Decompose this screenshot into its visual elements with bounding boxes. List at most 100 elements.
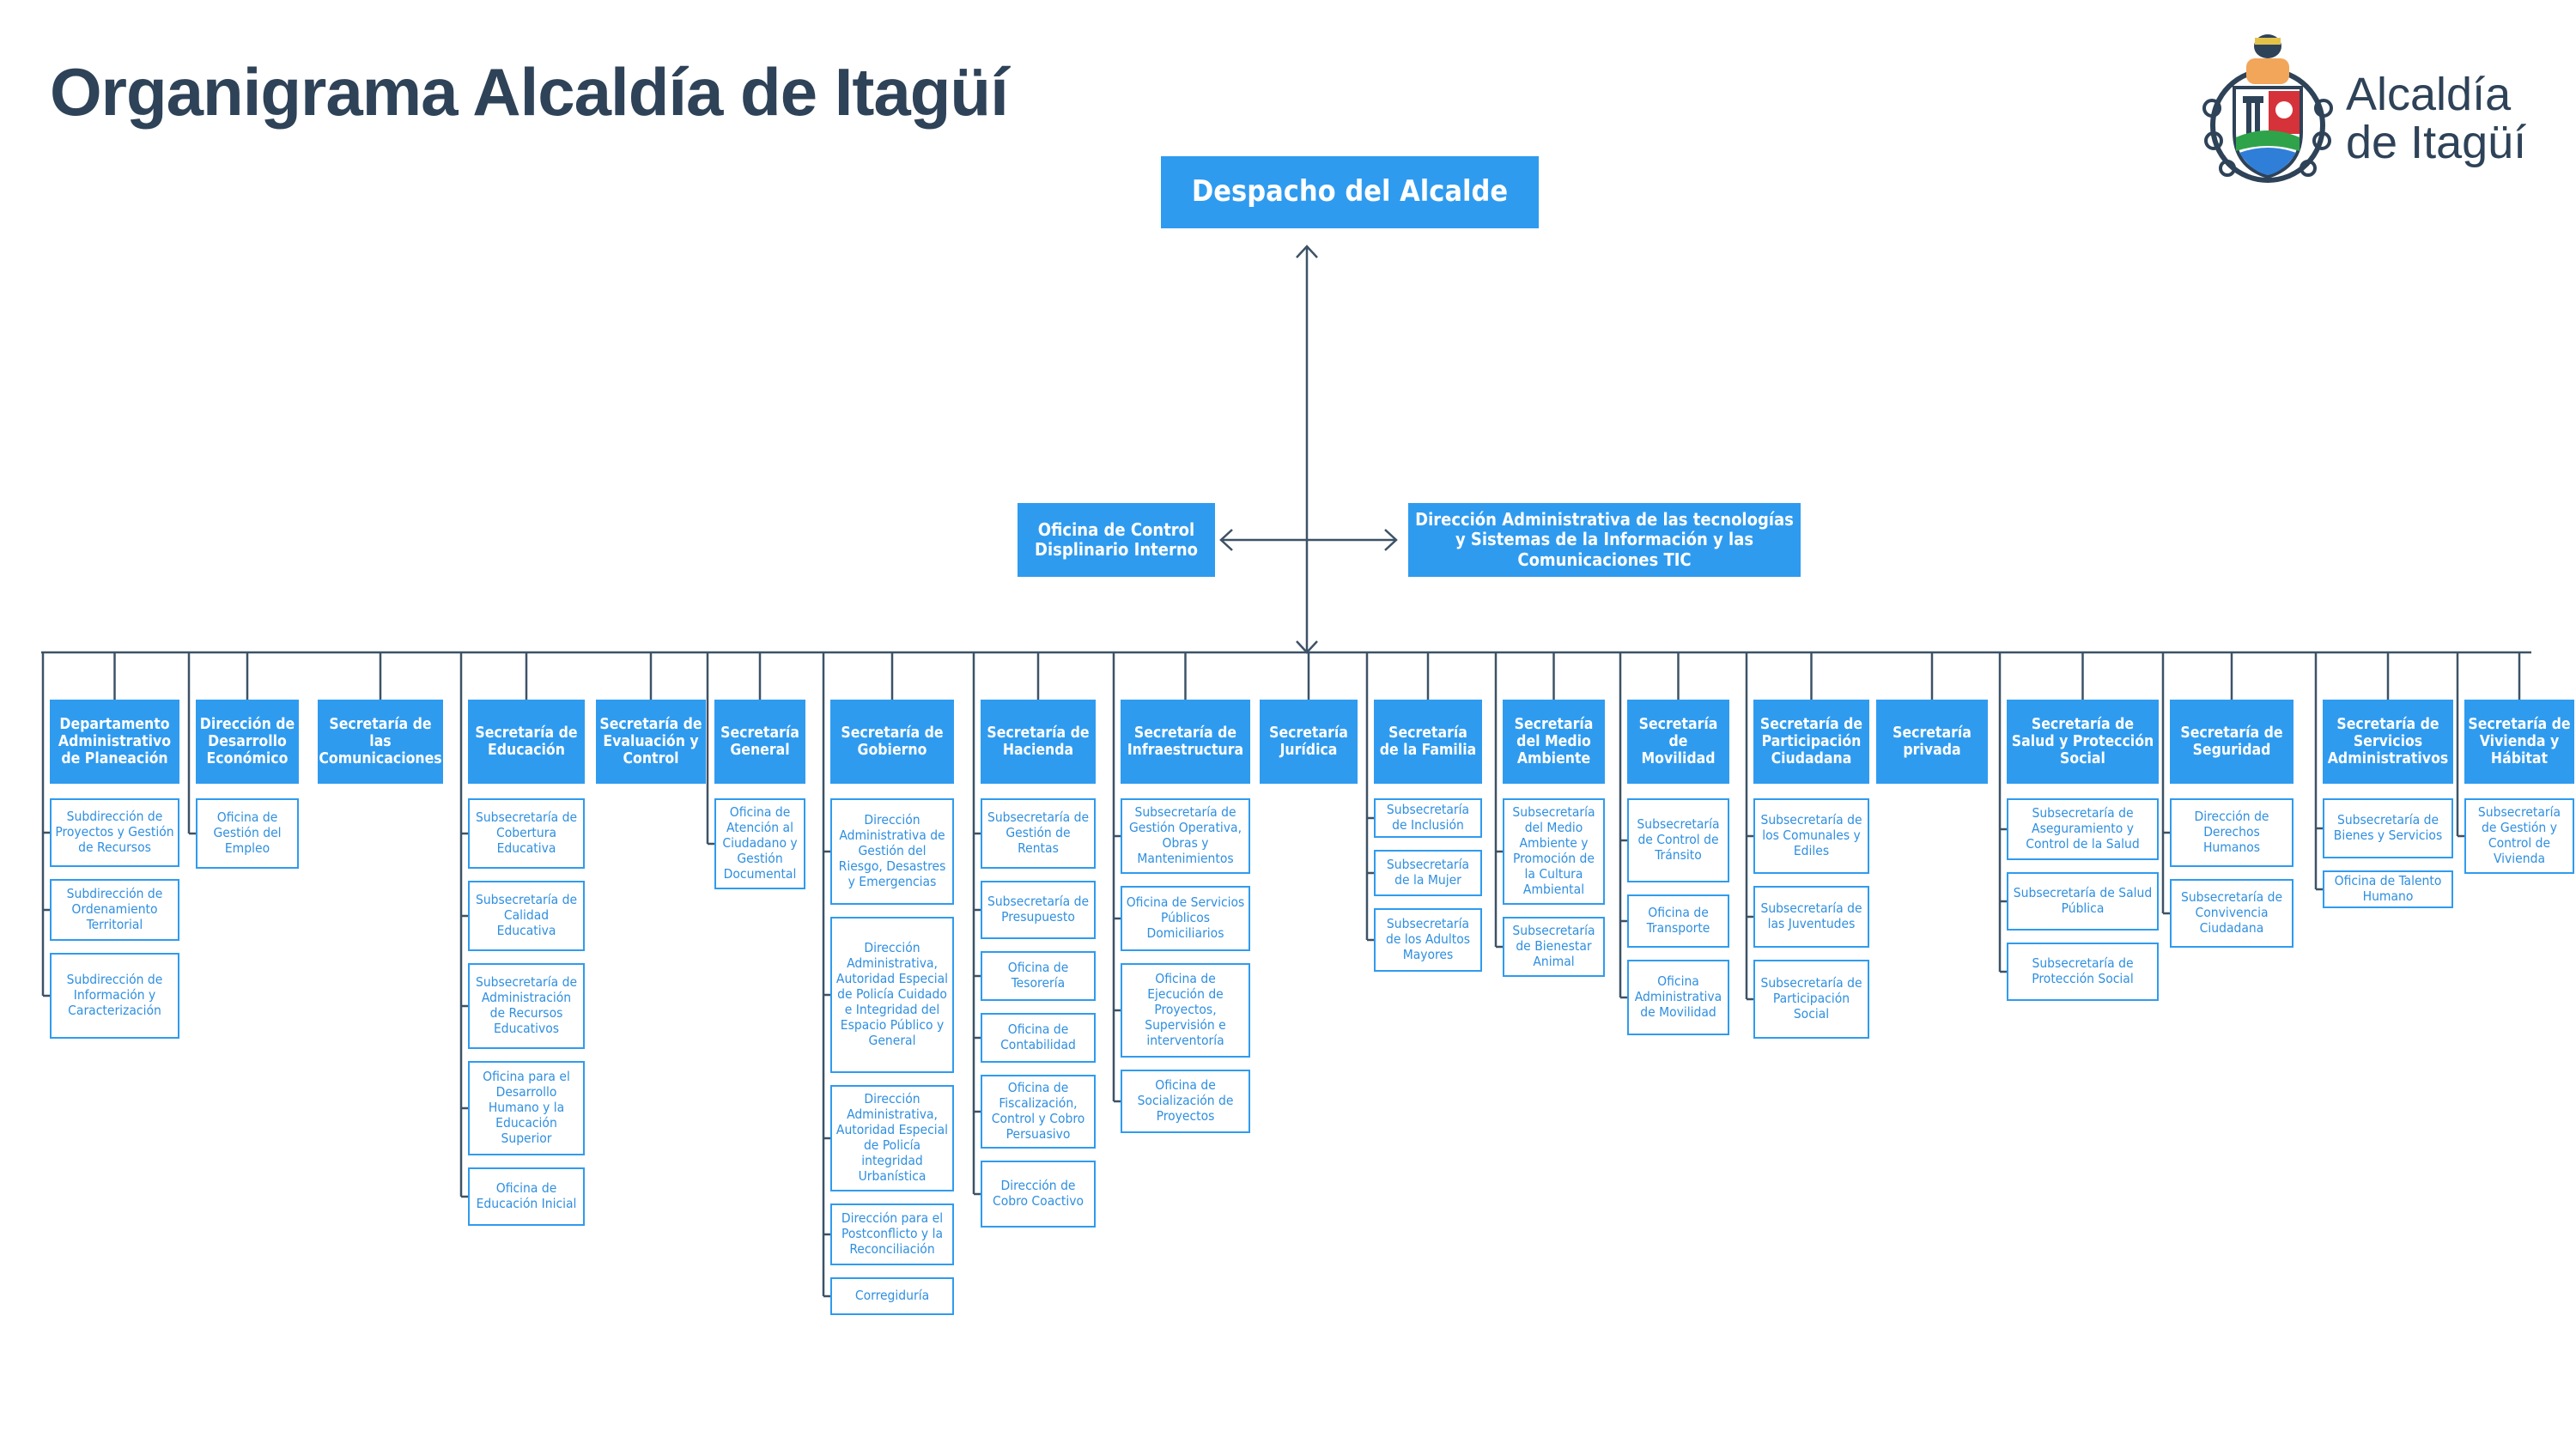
subunit-node: Oficina Administrativa de Movilidad xyxy=(1627,960,1729,1035)
dependency-node: Secretaría Jurídica xyxy=(1260,700,1358,784)
subunit-node-label: Oficina de Educación Inicial xyxy=(476,1180,577,1211)
subunit-node: Oficina de Servicios Públicos Domiciliar… xyxy=(1121,886,1250,951)
subunit-node-label: Oficina de Contabilidad xyxy=(1000,1022,1076,1052)
coat-of-arms-icon xyxy=(2202,34,2333,183)
subunit-node-label: Oficina de Servicios Públicos Domiciliar… xyxy=(1126,894,1245,941)
dependency-node-label: Secretaría de Gobierno xyxy=(841,724,944,759)
subunit-node: Dirección para el Postconflicto y la Rec… xyxy=(830,1203,954,1265)
subunit-node-label: Subsecretaría de Gestión de Rentas xyxy=(987,809,1090,856)
dependency-node: Secretaría de la Familia xyxy=(1374,700,1482,784)
subunit-node-label: Subsecretaría de Participación Social xyxy=(1760,975,1862,1022)
subunit-node-label: Subsecretaría de Bienes y Servicios xyxy=(2333,812,2443,843)
subunit-node-label: Oficina de Transporte xyxy=(1646,905,1710,936)
dependency-node-label: Departamento Administrativo de Planeació… xyxy=(58,715,172,768)
subunit-node-label: Dirección para el Postconflicto y la Rec… xyxy=(841,1210,944,1257)
subunit-node-label: Subsecretaría de Salud Pública xyxy=(2013,885,2153,916)
left-office-label: Oficina de Control Displinario Interno xyxy=(1035,518,1198,560)
alcaldia-logo: Alcaldía de Itagüí xyxy=(2195,31,2555,185)
dependency-node-label: Secretaría Jurídica xyxy=(1269,724,1348,759)
dependency-node-label: Secretaría de Salud y Protección Social xyxy=(2011,715,2154,768)
page-title: Organigrama Alcaldía de Itagüí xyxy=(50,54,1009,130)
subunit-node-label: Oficina de Socialización de Proyectos xyxy=(1137,1077,1234,1124)
dependency-node-label: Secretaría de Seguridad xyxy=(2180,724,2283,759)
subunit-node: Oficina de Educación Inicial xyxy=(468,1167,585,1226)
subunit-node: Oficina de Gestión del Empleo xyxy=(196,798,299,869)
arrow-head xyxy=(1219,529,1233,551)
subunit-node: Subsecretaría de Aseguramiento y Control… xyxy=(2007,798,2159,860)
subunit-node-label: Dirección Administrativa, Autoridad Espe… xyxy=(835,940,949,1048)
arrow-head xyxy=(1384,529,1398,551)
subunit-node: Subsecretaría de las Juventudes xyxy=(1753,886,1869,948)
subunit-node-label: Subsecretaría de Cobertura Educativa xyxy=(475,809,578,856)
subunit-node: Subsecretaría de Control de Tránsito xyxy=(1627,798,1729,882)
subunit-node-label: Dirección de Cobro Coactivo xyxy=(992,1178,1084,1209)
dependency-node: Secretaría General xyxy=(714,700,805,784)
subunit-node: Subsecretaría de Calidad Educativa xyxy=(468,881,585,951)
subunit-node: Oficina de Tesorería xyxy=(981,951,1096,1001)
subunit-node-label: Subsecretaría de Gestión y Control de Vi… xyxy=(2477,804,2561,866)
subunit-node-label: Subsecretaría de Bienestar Animal xyxy=(1512,923,1595,969)
subunit-node-label: Subsecretaría de la Mujer xyxy=(1386,857,1470,888)
dependency-node: Secretaría de Salud y Protección Social xyxy=(2007,700,2159,784)
subunit-node: Oficina para el Desarrollo Humano y la E… xyxy=(468,1061,585,1155)
subunit-node: Subsecretaría de Bienestar Animal xyxy=(1503,917,1605,977)
dependency-node-label: Secretaría General xyxy=(720,724,799,759)
subunit-node: Subsecretaría de Participación Social xyxy=(1753,960,1869,1039)
dependency-node: Secretaría privada xyxy=(1876,700,1988,784)
subunit-node: Subsecretaría de Gestión de Rentas xyxy=(981,798,1096,869)
subunit-node-label: Subsecretaría de Inclusión xyxy=(1386,802,1470,833)
subunit-node: Subsecretaría de Inclusión xyxy=(1374,798,1482,838)
subunit-node-label: Oficina de Tesorería xyxy=(1007,960,1069,991)
subunit-node-label: Subsecretaría de los Adultos Mayores xyxy=(1385,916,1471,962)
dependency-node-label: Dirección de Desarrollo Económico xyxy=(199,715,295,768)
dependency-node: Secretaría de Gobierno xyxy=(830,700,954,784)
subunit-node-label: Oficina de Fiscalización, Control y Cobr… xyxy=(991,1080,1085,1142)
subunit-node: Oficina de Talento Humano xyxy=(2323,870,2453,908)
root-node-despacho: Despacho del Alcalde xyxy=(1161,156,1539,228)
subunit-node-label: Oficina de Talento Humano xyxy=(2334,873,2442,904)
dependency-node: Secretaría de Seguridad xyxy=(2170,700,2293,784)
logo-wordmark: Alcaldía de Itagüí xyxy=(2346,70,2526,167)
subunit-node: Subsecretaría de Salud Pública xyxy=(2007,872,2159,931)
dependency-node: Secretaría de Movilidad xyxy=(1627,700,1729,784)
subunit-node-label: Subsecretaría de Protección Social xyxy=(2032,955,2134,986)
subunit-node-label: Dirección Administrativa, Autoridad Espe… xyxy=(835,1091,949,1184)
subunit-node-label: Oficina de Gestión del Empleo xyxy=(213,809,282,856)
subunit-node-label: Subsecretaría de las Juventudes xyxy=(1760,900,1862,931)
subunit-node: Subdirección de Información y Caracteriz… xyxy=(50,953,179,1039)
subunit-node: Subsecretaría de Gestión y Control de Vi… xyxy=(2464,798,2574,874)
subunit-node-label: Subsecretaría de Convivencia Ciudadana xyxy=(2180,889,2283,936)
dependency-node: Secretaría de Vivienda y Hábitat xyxy=(2464,700,2574,784)
dependency-node: Secretaría de Hacienda xyxy=(981,700,1096,784)
subunit-node: Dirección de Cobro Coactivo xyxy=(981,1161,1096,1228)
subunit-node: Subdirección de Ordenamiento Territorial xyxy=(50,879,179,941)
subunit-node: Oficina de Fiscalización, Control y Cobr… xyxy=(981,1075,1096,1149)
subunit-node: Oficina de Transporte xyxy=(1627,894,1729,948)
subunit-node: Oficina de Socialización de Proyectos xyxy=(1121,1070,1250,1133)
dependency-node-label: Secretaría privada xyxy=(1893,724,1971,759)
subunit-node: Oficina de Ejecución de Proyectos, Super… xyxy=(1121,963,1250,1058)
dependency-node-label: Secretaría del Medio Ambiente xyxy=(1514,715,1594,768)
dependency-node-label: Secretaría de Educación xyxy=(475,724,578,759)
dependency-node-label: Secretaría de Hacienda xyxy=(987,724,1090,759)
subunit-node-label: Dirección de Derechos Humanos xyxy=(2194,809,2269,855)
subunit-node: Subsecretaría de Administración de Recur… xyxy=(468,963,585,1049)
subunit-node: Dirección Administrativa, Autoridad Espe… xyxy=(830,917,954,1073)
subunit-node-label: Subsecretaría de Control de Tránsito xyxy=(1637,816,1720,863)
dependency-node: Dirección de Desarrollo Económico xyxy=(196,700,299,784)
subunit-node: Dirección Administrativa de Gestión del … xyxy=(830,798,954,905)
dependency-node-label: Secretaría de Infraestructura xyxy=(1127,724,1244,759)
subunit-node-label: Subdirección de Información y Caracteriz… xyxy=(66,972,163,1018)
subunit-node: Subsecretaría de Gestión Operativa, Obra… xyxy=(1121,798,1250,874)
subunit-node-label: Subsecretaría del Medio Ambiente y Promo… xyxy=(1512,804,1595,897)
subunit-node: Subsecretaría del Medio Ambiente y Promo… xyxy=(1503,798,1605,905)
subunit-node-label: Subsecretaría de Gestión Operativa, Obra… xyxy=(1128,804,1242,866)
dependency-node: Secretaría de Evaluación y Control xyxy=(596,700,706,784)
subunit-node-label: Oficina Administrativa de Movilidad xyxy=(1634,973,1722,1020)
right-office-node: Dirección Administrativa de las tecnolog… xyxy=(1408,503,1801,577)
dependency-node: Secretaría de Participación Ciudadana xyxy=(1753,700,1869,784)
subunit-node: Corregiduría xyxy=(830,1277,954,1315)
subunit-node-label: Subdirección de Proyectos y Gestión de R… xyxy=(55,809,174,855)
subunit-node-label: Subsecretaría de Calidad Educativa xyxy=(475,892,578,938)
